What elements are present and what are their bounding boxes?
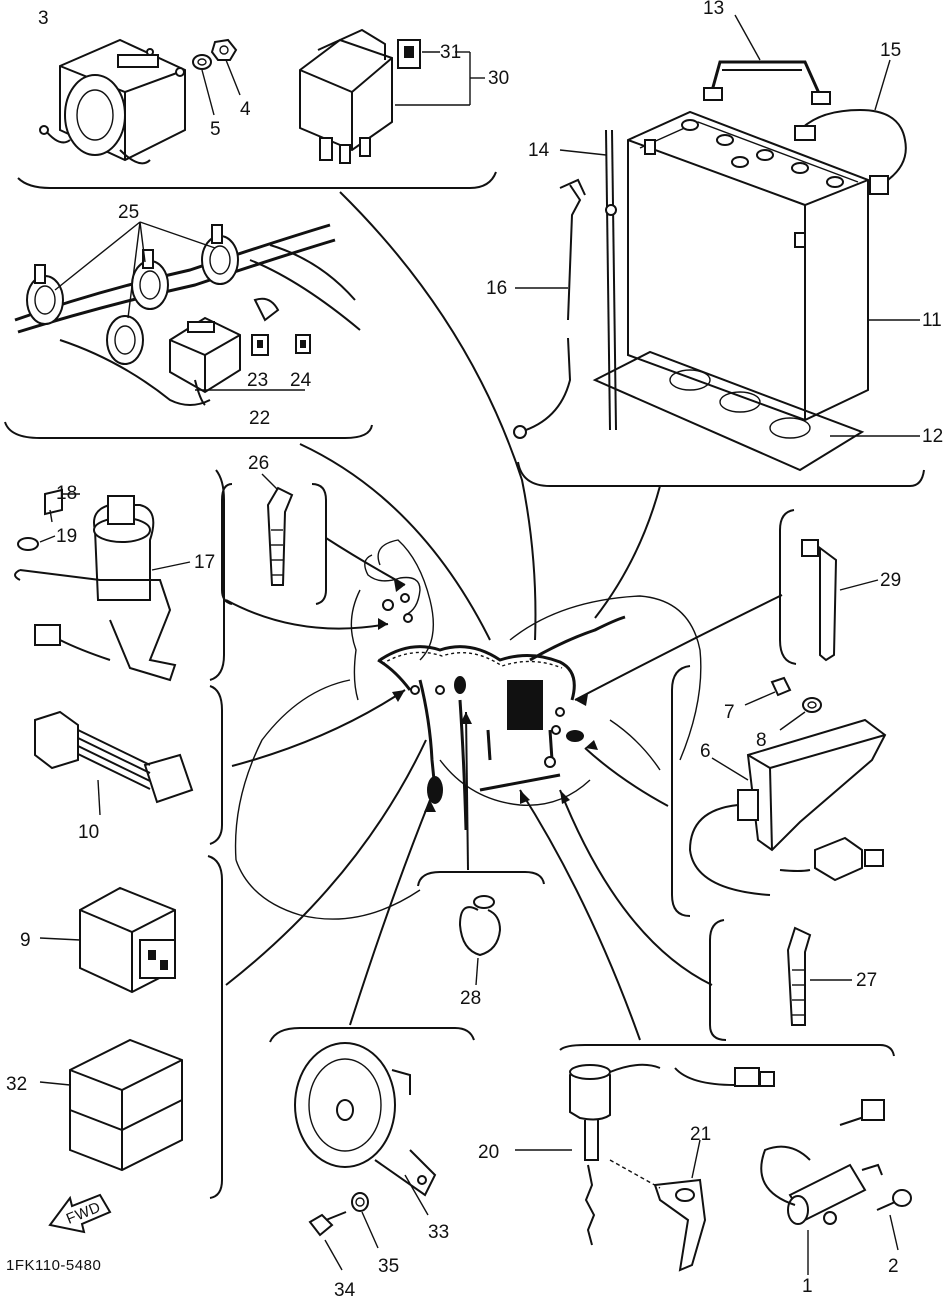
clamp-part28 [458,895,502,986]
stay-part21 [609,1139,707,1272]
relay-part30 [299,28,485,164]
breather-pipe-part15 [794,59,907,195]
wiring-harness [364,554,626,831]
label-32: 32 [6,1074,27,1095]
label-19: 19 [56,526,77,547]
harness-clamps-part25 [14,221,361,406]
label-31: 31 [440,42,461,63]
label-21: 21 [690,1124,711,1145]
frame-outline [234,539,702,920]
label-8: 8 [756,730,767,751]
label-27: 27 [856,970,877,991]
cable-tie-part26 [261,473,294,586]
relay-part9 [39,886,176,994]
label-26: 26 [248,453,269,474]
label-15: 15 [880,40,901,61]
switch-part20 [515,1063,775,1246]
label-28: 28 [460,988,481,1009]
cable-tie-part27 [786,926,852,1026]
lead-part16 [513,178,586,439]
label-20: 20 [478,1142,499,1163]
label-35: 35 [378,1256,399,1277]
ignition-coil-part3 [39,38,186,165]
label-34: 34 [334,1280,356,1298]
group-frames [4,171,925,1199]
part-code: 1FK110-5480 [6,1257,101,1274]
battery-part11 [592,110,920,472]
label-24: 24 [290,370,312,391]
cdi-unit-part6 [688,676,887,896]
label-33: 33 [428,1222,449,1243]
label-10: 10 [78,822,99,843]
part-labels: 3 4 5 31 30 25 23 24 22 13 15 14 16 11 1… [6,0,943,1298]
control-unit-part32 [39,1038,183,1172]
sub-harness-part10 [34,710,194,816]
band-part29 [801,539,879,662]
label-23: 23 [247,370,268,391]
label-9: 9 [20,930,31,951]
label-13: 13 [703,0,724,19]
main-switch-part17 [14,488,191,682]
label-3: 3 [38,8,49,29]
label-12: 12 [922,426,943,447]
label-16: 16 [486,278,507,299]
horn-part33 [294,1042,437,1271]
label-22: 22 [249,408,270,429]
label-17: 17 [194,552,215,573]
label-14: 14 [528,140,550,161]
label-1: 1 [802,1276,813,1297]
condenser-part1 [760,1099,885,1275]
label-4: 4 [240,99,251,120]
screw-part2 [876,1189,912,1251]
label-5: 5 [210,119,221,140]
battery-band-part13 [703,14,831,105]
battery-cable-part14 [559,129,617,431]
label-6: 6 [700,741,711,762]
fwd-arrow-icon: FWD [48,1193,112,1234]
label-30: 30 [488,68,509,89]
label-11: 11 [922,310,942,331]
label-2: 2 [888,1256,899,1277]
label-25: 25 [118,202,139,223]
nut-washer-parts4-5 [192,38,241,116]
label-7: 7 [724,702,735,723]
label-29: 29 [880,570,901,591]
label-18: 18 [56,483,77,504]
leader-curves [225,191,783,1041]
